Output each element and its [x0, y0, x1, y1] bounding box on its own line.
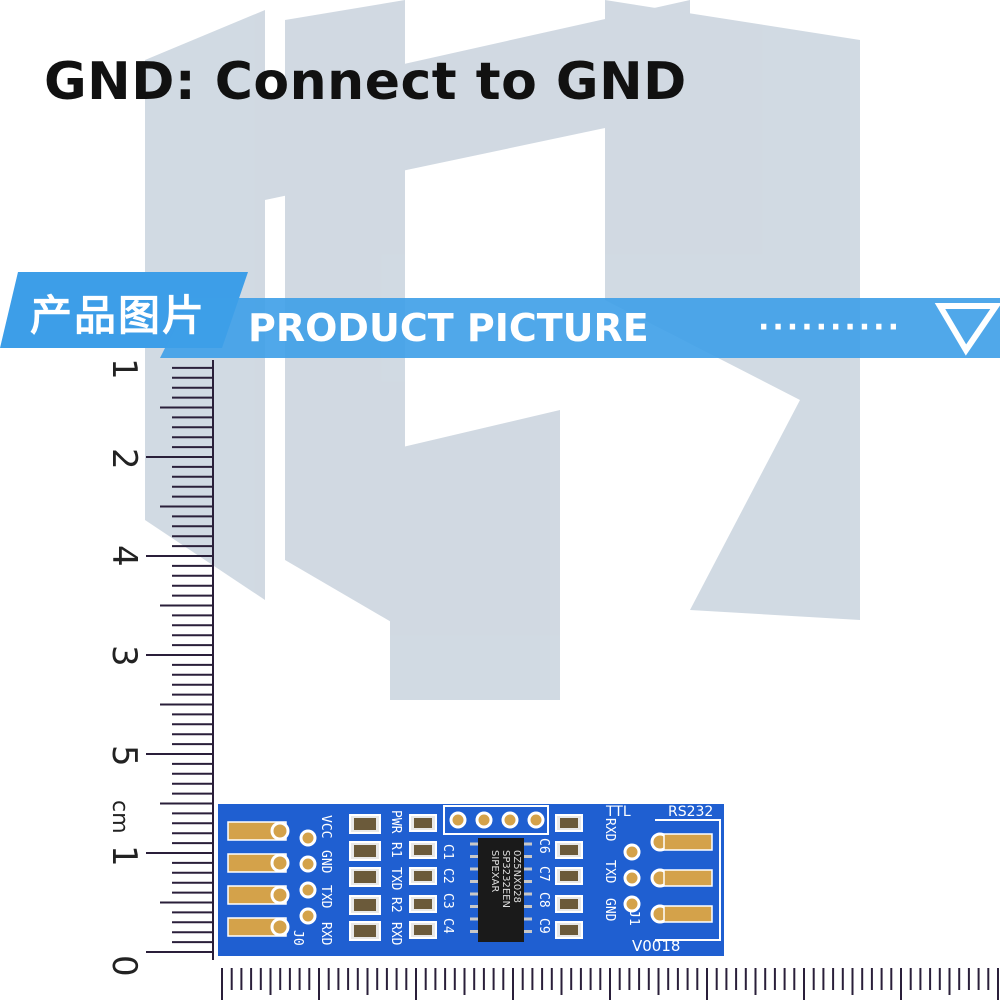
triangle-down-icon — [934, 303, 1000, 356]
smd-capacitor-body — [560, 899, 578, 909]
banner-dots: ·········· — [758, 310, 902, 345]
cap-label: C9 — [536, 918, 551, 934]
ruler-label: 2 — [104, 448, 144, 470]
component-label: R2 — [388, 897, 403, 913]
smd-capacitor-body — [414, 871, 432, 881]
smd-capacitor-body — [414, 899, 432, 909]
ruler-label: 4 — [104, 545, 144, 567]
chip-marking: 0Z5NX028 — [511, 850, 522, 903]
product-picture-banner: ·········· — [0, 272, 1000, 358]
rs232-label: RS232 — [668, 804, 713, 820]
component-label: TXD — [388, 867, 403, 891]
smd-capacitor-body — [414, 818, 432, 828]
ttl-label: TTL — [605, 804, 631, 820]
ruler-label: 3 — [104, 645, 144, 667]
cap-label: C4 — [440, 918, 455, 934]
smd-capacitor-body — [414, 925, 432, 935]
pin-label: TXD — [602, 860, 617, 884]
cap-label: C3 — [440, 893, 455, 909]
component-label: RXD — [388, 922, 403, 946]
smd-capacitor-body — [414, 845, 432, 855]
smd-resistor-body — [354, 818, 376, 830]
cap-label: C7 — [536, 866, 551, 882]
banner-en-bar — [160, 298, 1000, 358]
ruler-label: 1 — [104, 845, 144, 867]
headline: GND: Connect to GND — [44, 52, 687, 112]
smd-capacitor-body — [560, 871, 578, 881]
pin-label: VCC — [318, 815, 333, 838]
pin-label: RXD — [602, 818, 617, 842]
rs232-module-board: SIPEXAR SP3232EEN 0Z5NX028 VCC GND TXD R… — [218, 804, 724, 956]
sp3232-chip — [478, 838, 524, 942]
horizontal-ruler — [221, 968, 999, 1000]
smd-resistor-body — [354, 899, 376, 911]
pin-label: TXD — [318, 885, 333, 909]
smd-capacitor-body — [560, 925, 578, 935]
chip-marking: SIPEXAR — [489, 850, 500, 892]
smd-resistor-body — [354, 925, 376, 937]
smd-resistor-body — [354, 845, 376, 857]
smd-capacitor-body — [560, 818, 578, 828]
header-label: J0 — [290, 930, 305, 946]
chip-marking: SP3232EEN — [500, 850, 511, 908]
version-label: V0018 — [632, 937, 680, 955]
pin-label: GND — [318, 850, 333, 874]
component-label: PWR — [388, 810, 403, 834]
banner-label-cn: 产品图片 — [30, 291, 207, 340]
ruler-label: 1 — [104, 358, 144, 380]
smd-capacitor-body — [560, 845, 578, 855]
cap-label: C2 — [440, 868, 455, 884]
vertical-ruler: 0 1 cm 5 3 4 2 1 — [104, 358, 214, 977]
pin-label: GND — [602, 898, 617, 922]
smd-resistor-body — [354, 871, 376, 883]
ruler-unit: cm — [107, 800, 132, 834]
component-label: R1 — [388, 842, 403, 858]
cap-label: C6 — [536, 838, 551, 854]
header-label: J1 — [626, 910, 641, 926]
cap-label: C1 — [440, 844, 455, 860]
banner-label-en: PRODUCT PICTURE — [248, 306, 649, 350]
ruler-label: 5 — [104, 745, 144, 767]
pin-label: RXD — [318, 922, 333, 946]
ruler-label: 0 — [104, 955, 144, 977]
cap-label: C8 — [536, 892, 551, 908]
